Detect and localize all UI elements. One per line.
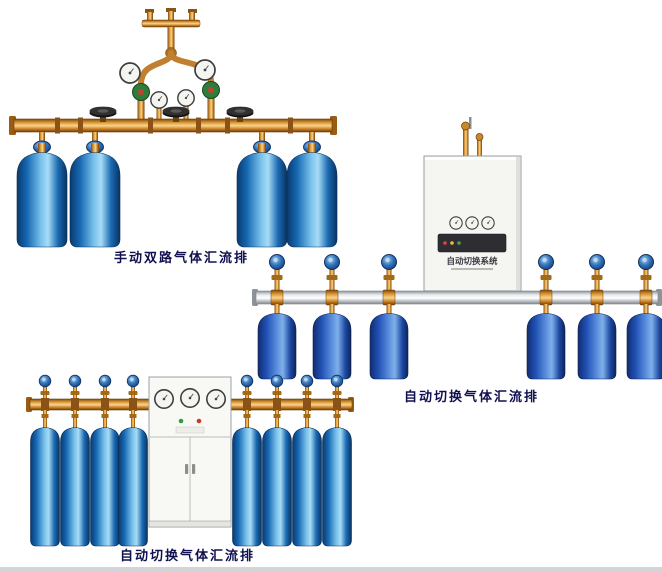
pressure-gauge	[180, 388, 200, 408]
manual-dual-manifold-illustration	[9, 8, 338, 248]
pipe-coupling	[539, 289, 553, 306]
manifold-valve-blue-cap	[538, 254, 554, 293]
manifold-valve-blue-cap	[68, 374, 82, 402]
manifold-valve-blue-cap	[381, 254, 397, 293]
gas-cylinder	[90, 427, 120, 547]
gas-cylinder	[312, 313, 352, 380]
pressure-gauge	[206, 389, 226, 409]
auto-switch-manifold-illustration: 自动切换系统	[252, 117, 662, 380]
pipe-coupling	[270, 289, 284, 306]
cylinder-neck	[274, 304, 280, 315]
pressure-gauge	[154, 389, 174, 409]
manifold-valve-blue-cap	[270, 374, 284, 402]
gas-cylinder	[69, 142, 121, 248]
pressure-gauge	[194, 59, 216, 81]
pipe-coupling	[639, 289, 653, 306]
product-caption: 自动切换气体汇流排	[404, 389, 540, 404]
cabinet-label: 自动切换系统	[446, 256, 498, 266]
gauge-stem	[156, 106, 162, 119]
manifold-pipe-brass	[26, 397, 354, 412]
manifold-valve-blue-cap	[240, 374, 254, 402]
gas-cylinder	[257, 313, 297, 380]
pressure-regulator	[202, 81, 220, 120]
gas-cylinder	[236, 142, 288, 248]
door-handle	[192, 464, 196, 474]
manifold-valve-blue-cap	[126, 374, 140, 402]
gas-cylinder	[16, 142, 68, 248]
gas-cylinder	[577, 313, 617, 380]
cylinder-neck	[386, 304, 392, 315]
cylinder-neck	[594, 304, 600, 315]
manifold-main-pipe	[9, 116, 337, 135]
cylinder-neck	[543, 304, 549, 315]
manifold-valve-blue-cap	[300, 374, 314, 402]
cabinet-gauges	[449, 216, 495, 230]
indicator-light-red	[443, 241, 447, 245]
cabinet-top-valve	[461, 121, 470, 131]
gas-cylinder	[232, 427, 262, 547]
cabinet-top-valve	[475, 133, 484, 141]
cylinder-neck	[643, 304, 649, 315]
cylinder-necks	[41, 410, 341, 428]
pressure-gauge	[119, 62, 141, 84]
product-caption: 自动切换气体汇流排	[120, 548, 256, 563]
control-cabinet: 自动切换系统	[423, 117, 522, 292]
gas-cylinder	[118, 427, 148, 547]
indicator-light-yellow	[450, 241, 454, 245]
gas-cylinder	[292, 427, 322, 547]
door-handle	[185, 464, 189, 474]
pipe-coupling	[590, 289, 604, 306]
auto-switch-floor-manifold-illustration	[26, 374, 354, 547]
manifold-valve-blue-cap	[638, 254, 654, 293]
cabinet-top-pipe	[469, 117, 472, 129]
gas-cylinder	[526, 313, 566, 380]
pressure-gauge	[150, 91, 168, 109]
cabinet-nameplate	[175, 426, 205, 434]
indicator-light-green	[178, 418, 184, 424]
manifold-valve-blue-cap	[330, 374, 344, 402]
pipe-coupling	[382, 289, 396, 306]
indicator-light-red	[196, 418, 202, 424]
manifold-pipe-silver	[252, 289, 662, 306]
pressure-regulator	[132, 83, 150, 122]
indicator-light-green	[457, 241, 461, 245]
gas-cylinder	[30, 427, 60, 547]
gas-cylinder	[60, 427, 90, 547]
cylinder-neck	[329, 304, 335, 315]
manifold-valve-blue-cap	[38, 374, 52, 402]
gas-cylinder	[322, 427, 352, 547]
floor-cabinet	[148, 376, 232, 528]
manifold-valve-blue-cap	[98, 374, 112, 402]
manifold-valve-blue-cap	[324, 254, 340, 293]
pressure-gauge	[177, 89, 195, 107]
cabinet-sublabel-line	[451, 268, 493, 270]
cabinet-plinth	[148, 520, 232, 528]
gas-cylinder	[369, 313, 409, 380]
pipe-coupling	[325, 289, 339, 306]
gas-cylinder	[262, 427, 292, 547]
manifold-valve-blue-cap	[589, 254, 605, 293]
product-caption: 手动双路气体汇流排	[114, 250, 250, 265]
gas-cylinder	[626, 313, 662, 380]
indicator-panel	[437, 233, 507, 253]
gas-cylinder	[286, 142, 338, 248]
bottom-border-strip	[0, 567, 662, 572]
manifold-valve-blue-cap	[269, 254, 285, 293]
